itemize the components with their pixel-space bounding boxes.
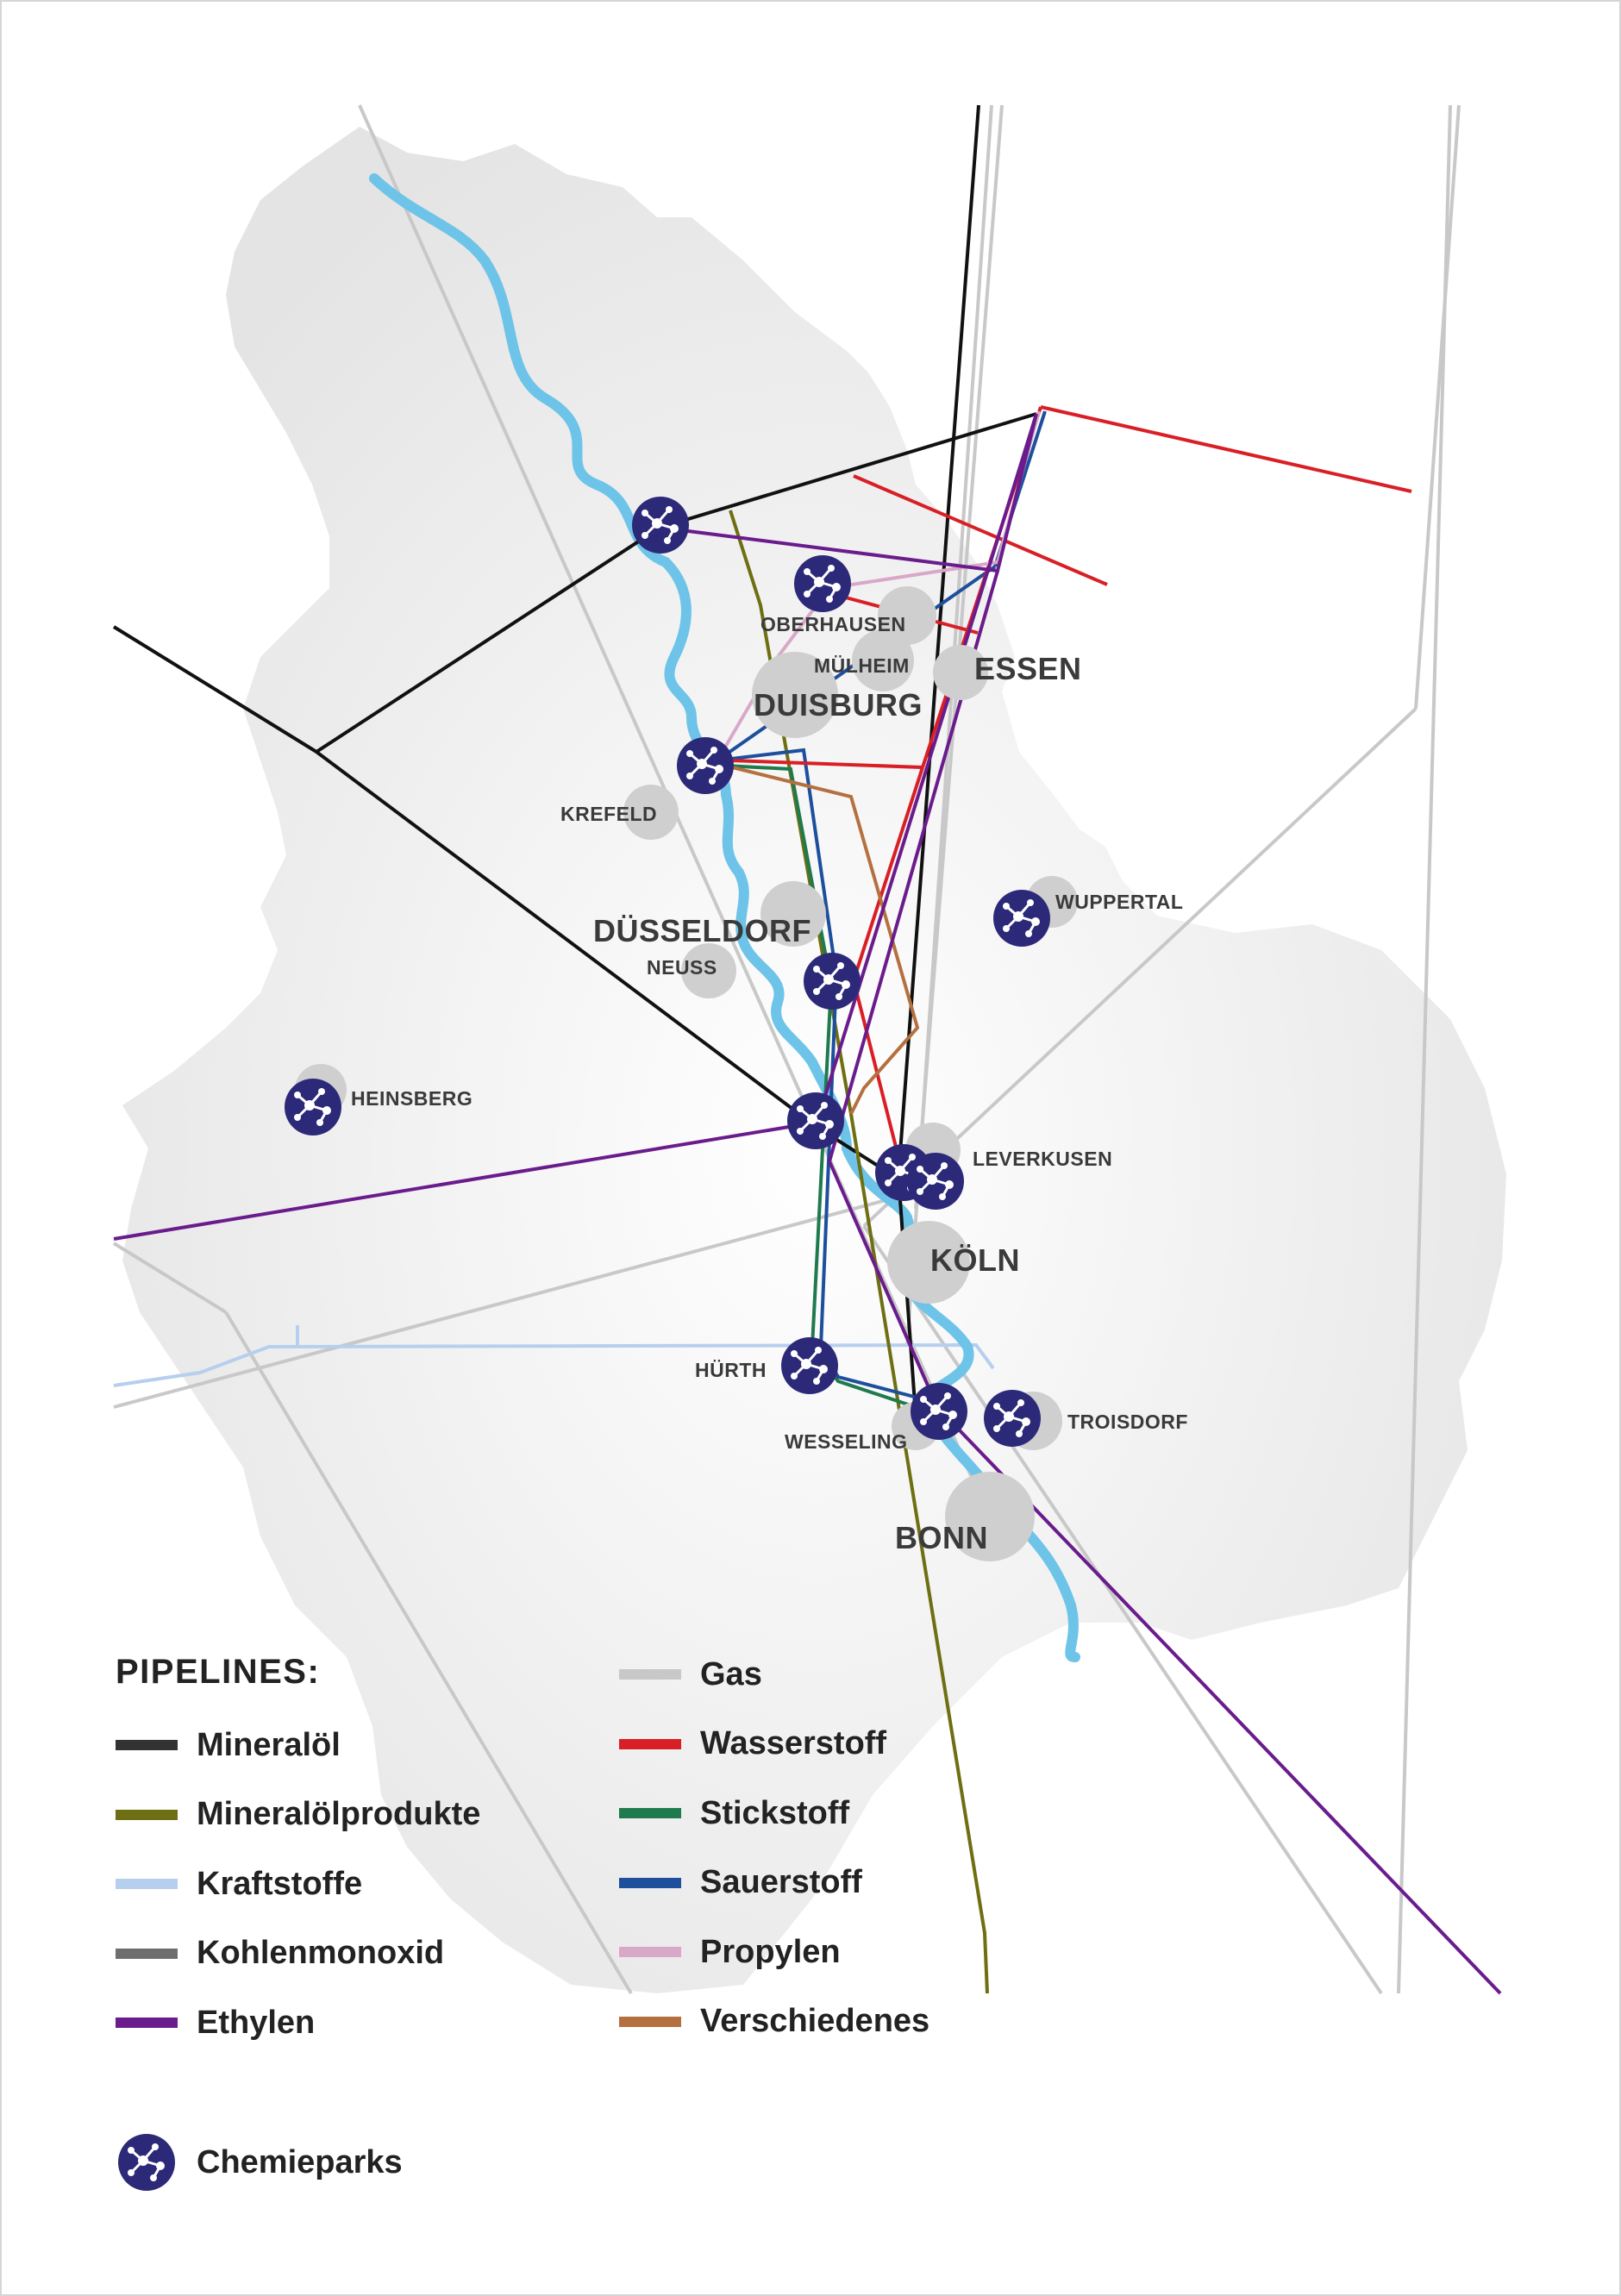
mineraloel-pipelines [112, 104, 1037, 1417]
city-label-duesseldorf: DÜSSELDORF [593, 913, 811, 948]
legend-chemieparks-label: Chemieparks [197, 2143, 403, 2180]
legend-swatch [116, 1740, 178, 1750]
legend-swatch [619, 2016, 681, 2027]
city-label-wesseling: WESSELING [785, 1430, 908, 1453]
legend-swatch [116, 1948, 178, 1959]
legend-swatch [116, 1809, 178, 1820]
legend-item: Stickstoff [619, 1792, 849, 1835]
legend-item-label: Sauerstoff [700, 1864, 862, 1900]
legend-item: Mineralölprodukte [116, 1793, 480, 1836]
chemiepark-icon [905, 1151, 966, 1211]
legend-title: PIPELINES: [116, 1653, 321, 1691]
city-label-essen: ESSEN [974, 651, 1082, 686]
legend-swatch [619, 1738, 681, 1749]
legend-swatch [619, 1669, 681, 1680]
legend-swatch [619, 1877, 681, 1888]
city-label-oberhausen: OBERHAUSEN [760, 613, 906, 635]
city-label-bonn: BONN [895, 1520, 988, 1555]
verschiedenes-pipelines [721, 763, 920, 1115]
chemiepark-icon [630, 495, 691, 555]
city-label-troisdorf: TROISDORF [1067, 1411, 1188, 1433]
legend-item: Wasserstoff [619, 1723, 886, 1766]
city-label-huerth: HÜRTH [695, 1359, 767, 1381]
legend-item-label: Ethylen [197, 2004, 316, 2041]
chemiepark-icon [779, 1336, 840, 1396]
city-label-wuppertal: WUPPERTAL [1055, 891, 1183, 913]
chemiepark-icon [802, 951, 862, 1011]
legend-item-label: Mineralöl [197, 1726, 341, 1763]
chemiepark-icon [909, 1381, 969, 1442]
legend-item: Mineralöl [116, 1724, 341, 1767]
legend-item: Kraftstoffe [116, 1862, 362, 1905]
chemiepark-icon [982, 1388, 1042, 1448]
city-label-duisburg: DUISBURG [754, 687, 923, 723]
legend-item: Sauerstoff [619, 1861, 862, 1905]
city-label-heinsberg: HEINSBERG [351, 1087, 473, 1110]
legend-item: Ethylen [116, 2001, 315, 2044]
kraftstoffe-pipelines [113, 1325, 995, 1387]
chemiepark-icon [792, 554, 853, 614]
chemiepark-icon [785, 1091, 846, 1151]
legend-item-label: Mineralölprodukte [197, 1796, 481, 1832]
city-label-muelheim: MÜLHEIM [814, 654, 910, 677]
chemiepark-icon [675, 735, 735, 796]
legend-item-label: Kohlenmonoxid [197, 1935, 445, 1971]
city-label-koeln: KÖLN [930, 1242, 1020, 1278]
legend-item: Gas [619, 1653, 762, 1696]
chemiepark-icon [283, 1077, 343, 1137]
city-labels: OBERHAUSEN MÜLHEIM ESSEN DUISBURG KREFEL… [351, 613, 1188, 1555]
legend-swatch [619, 1808, 681, 1818]
legend-chemieparks: Chemieparks [116, 2131, 403, 2193]
legend-item-label: Stickstoff [700, 1794, 850, 1831]
legend-swatch [116, 1879, 178, 1889]
legend-item: Kohlenmonoxid [116, 1932, 444, 1975]
legend-swatch [116, 2018, 178, 2028]
city-label-neuss: NEUSS [647, 956, 717, 979]
legend-item-label: Wasserstoff [700, 1725, 887, 1761]
chemiepark-icon [116, 2132, 177, 2193]
city-label-krefeld: KREFELD [560, 803, 657, 825]
chemiepark-icon [992, 888, 1052, 948]
legend-item: Propylen [619, 1930, 841, 1974]
legend-item-label: Propylen [700, 1933, 841, 1970]
legend-item-label: Verschiedenes [700, 2003, 930, 2039]
legend-item: Verschiedenes [619, 2000, 929, 2043]
stickstoff-pipelines [708, 763, 929, 1413]
city-circles [295, 586, 1078, 1561]
city-label-leverkusen: LEVERKUSEN [973, 1148, 1112, 1170]
legend-item-label: Kraftstoffe [197, 1865, 363, 1902]
legend-item-label: Gas [700, 1655, 762, 1692]
legend-swatch [619, 1947, 681, 1957]
